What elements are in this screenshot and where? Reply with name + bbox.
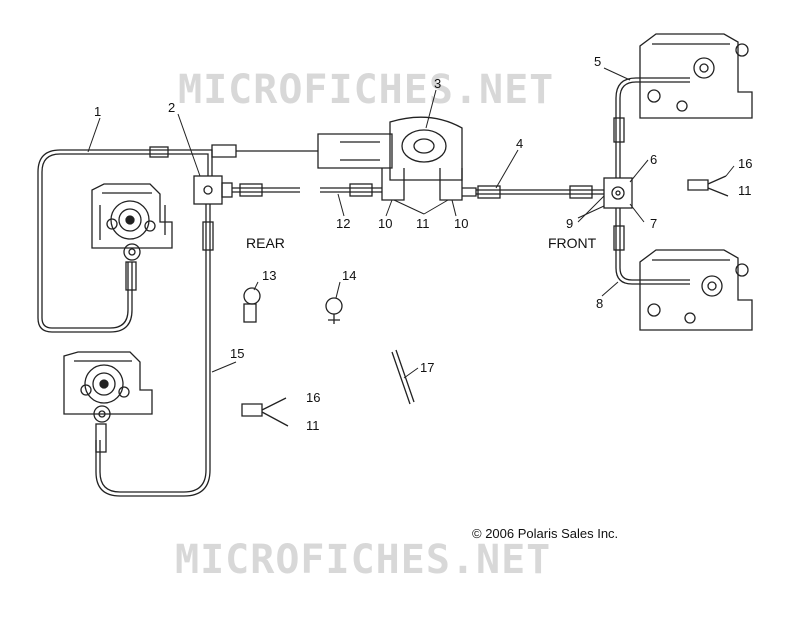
brake-line-8 [613, 208, 690, 285]
brake-line-15 [95, 204, 214, 497]
brake-line-1 [37, 146, 204, 333]
leader-lines [87, 67, 735, 379]
callout-10-right: 10 [454, 216, 468, 231]
callout-7: 7 [650, 216, 657, 231]
brake-line-12 [232, 183, 382, 197]
callout-8: 8 [596, 296, 603, 311]
callout-4: 4 [516, 136, 523, 151]
rear-caliper-lower [63, 351, 153, 453]
callout-12: 12 [336, 216, 350, 231]
watermark-bottom: MICROFICHES.NET [175, 537, 551, 583]
rear-caliper-upper [91, 183, 173, 291]
bolt-17 [391, 349, 415, 405]
junction-block-2 [193, 149, 233, 205]
fitting-14 [325, 297, 343, 324]
washer-set-16-11-front [687, 175, 729, 197]
watermark-top: MICROFICHES.NET [178, 67, 554, 113]
callout-2: 2 [168, 100, 175, 115]
callout-16-rear: 16 [306, 390, 320, 405]
front-caliper-lower [639, 249, 753, 331]
copyright: © 2006 Polaris Sales Inc. [472, 526, 618, 541]
callout-10-left: 10 [378, 216, 392, 231]
callout-5: 5 [594, 54, 601, 69]
callout-15: 15 [230, 346, 244, 361]
callout-14: 14 [342, 268, 356, 283]
callout-13: 13 [262, 268, 276, 283]
callout-16-front: 16 [738, 156, 752, 171]
callout-11-front: 11 [738, 183, 752, 198]
brake-line-4 [476, 185, 604, 199]
brake-line-5 [613, 77, 690, 178]
master-cylinder-3 [211, 116, 477, 201]
callout-9: 9 [566, 216, 573, 231]
bolt-13 [243, 287, 261, 323]
callout-17: 17 [420, 360, 434, 375]
rear-label: REAR [246, 235, 285, 251]
front-label: FRONT [548, 235, 597, 251]
front-junction-6 [603, 177, 633, 209]
callout-11-rear: 11 [306, 418, 320, 433]
callout-6: 6 [650, 152, 657, 167]
callout-3: 3 [434, 76, 441, 91]
callout-1: 1 [94, 104, 101, 119]
washer-set-16-11-rear [241, 397, 289, 427]
front-caliper-upper [639, 33, 753, 119]
callout-11-master: 11 [416, 216, 430, 231]
